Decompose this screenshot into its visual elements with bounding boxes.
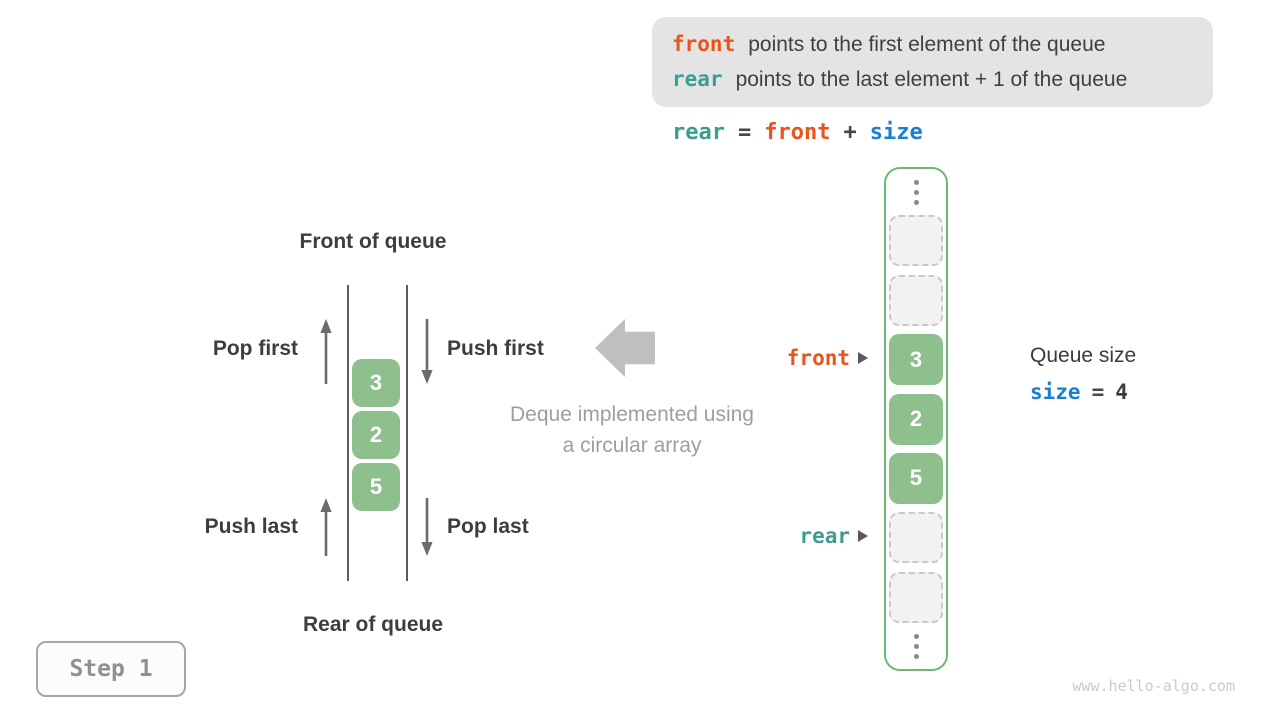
dot <box>913 633 919 639</box>
formula-equals: = <box>737 120 752 145</box>
caption-line2: a circular array <box>562 434 702 457</box>
rear-var-label: rear <box>672 67 723 91</box>
formula-size: size <box>869 120 923 145</box>
array-cell-filled: 5 <box>889 452 943 504</box>
push-first-down-arrow-icon <box>419 318 435 390</box>
queue-channel-left-line <box>347 285 349 581</box>
step-badge: Step 1 <box>36 641 186 697</box>
array-cell-empty <box>889 571 943 623</box>
array-column: 3 2 5 <box>884 167 948 671</box>
left-block-arrow-icon <box>595 319 655 377</box>
legend-line-rear: rear points to the last element + 1 of th… <box>672 62 1213 97</box>
queue-size-title: Queue size <box>1030 344 1137 367</box>
formula-rear: rear <box>672 120 725 145</box>
array-cell-empty <box>889 512 943 564</box>
formula-front: front <box>764 120 831 145</box>
size-equals: = <box>1091 380 1105 404</box>
array-cell-empty <box>889 215 943 267</box>
dot <box>913 179 919 185</box>
front-pointer: front <box>698 346 868 370</box>
formula-plus: + <box>843 120 857 145</box>
vertical-ellipsis-icon <box>913 631 919 661</box>
queue-cell: 3 <box>352 359 400 407</box>
queue-cell: 2 <box>352 411 400 459</box>
rear-pointer: rear <box>698 524 868 548</box>
push-first-label: Push first <box>447 337 544 360</box>
pop-last-label: Pop last <box>447 515 529 538</box>
caption-line1: Deque implemented using <box>510 403 754 426</box>
vertical-ellipsis-icon <box>913 177 919 207</box>
size-value: 4 <box>1115 380 1128 404</box>
legend-box: front points to the first element of the … <box>652 17 1213 107</box>
pop-first-up-arrow-icon <box>318 318 334 390</box>
front-var-label: front <box>672 32 736 56</box>
pop-last-down-arrow-icon <box>419 497 435 562</box>
rear-of-queue-label: Rear of queue <box>302 613 444 636</box>
dot <box>913 653 919 659</box>
right-arrowhead-icon <box>858 530 868 542</box>
front-of-queue-label: Front of queue <box>299 230 447 253</box>
push-last-label: Push last <box>204 515 298 538</box>
implementation-caption: Deque implemented using a circular array <box>482 399 782 461</box>
right-arrowhead-icon <box>858 352 868 364</box>
queue-channel-right-line <box>406 285 408 581</box>
front-pointer-label: front <box>786 346 850 370</box>
pop-first-label: Pop first <box>212 337 298 360</box>
legend-front-text: points to the first element of the queue <box>748 33 1106 56</box>
push-last-up-arrow-icon <box>318 497 334 562</box>
dot <box>913 643 919 649</box>
array-cell-filled: 3 <box>889 334 943 386</box>
array-cell-empty <box>889 274 943 326</box>
array-cell-filled: 2 <box>889 393 943 445</box>
queue-cell: 5 <box>352 463 400 511</box>
queue-size-value-row: size = 4 <box>1030 380 1128 404</box>
dot <box>913 189 919 195</box>
pointer-formula: rear = front + size <box>672 120 923 145</box>
watermark: www.hello-algo.com <box>1072 677 1235 695</box>
dot <box>913 199 919 205</box>
legend-line-front: front points to the first element of the … <box>672 27 1213 62</box>
legend-rear-text: points to the last element + 1 of the qu… <box>735 68 1128 91</box>
size-var-label: size <box>1030 380 1081 404</box>
rear-pointer-label: rear <box>799 524 850 548</box>
